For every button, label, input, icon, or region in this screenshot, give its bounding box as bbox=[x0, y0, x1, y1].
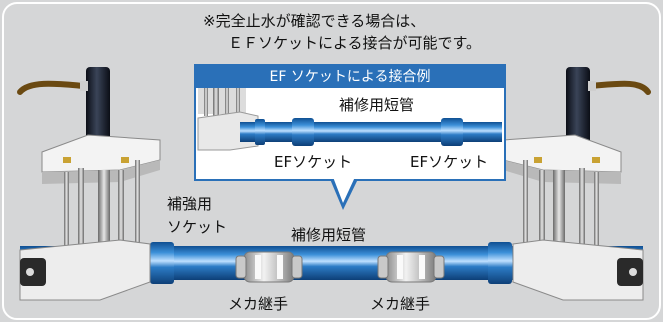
reinforce-socket-label-line2: ソケット bbox=[167, 218, 228, 236]
inset-title: EF ソケットによる接合例 bbox=[269, 69, 431, 85]
inset-right-socket-label: EFソケット bbox=[410, 153, 489, 171]
left-clamp bbox=[17, 67, 161, 301]
inset-callout bbox=[194, 64, 506, 210]
mechanical-joint-right bbox=[377, 251, 445, 283]
note-line-1: ※完全止水が確認できる場合は、 bbox=[203, 12, 426, 30]
inset-left-socket-label: EFソケット bbox=[274, 153, 353, 171]
reinforce-socket-label-line1: 補強用 bbox=[167, 195, 213, 213]
inset-pipe-label: 補修用短管 bbox=[339, 96, 415, 114]
left-joint-label: メカ継手 bbox=[228, 295, 289, 313]
right-clamp bbox=[502, 67, 651, 301]
mechanical-joint-left bbox=[235, 251, 303, 283]
main-pipe-label: 補修用短管 bbox=[291, 226, 367, 244]
right-joint-label: メカ継手 bbox=[370, 295, 431, 313]
note-line-2: ＥＦソケットによる接合が可能です。 bbox=[228, 34, 482, 52]
